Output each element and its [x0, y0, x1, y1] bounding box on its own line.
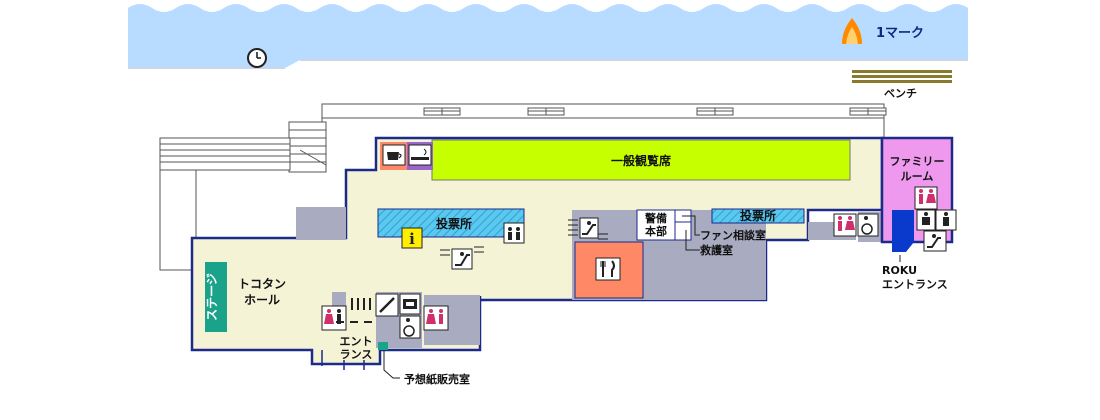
coffee-icon[interactable] [382, 144, 406, 166]
smoking-icon[interactable] [408, 144, 432, 166]
tokotan-hall-label: トコタンホール [238, 277, 286, 307]
nursing-icon[interactable] [916, 209, 936, 231]
security-hq-label: 警備本部 [644, 211, 667, 238]
restroom-icon-lower-right[interactable] [423, 305, 449, 331]
family-room-label: ファミリールーム [890, 155, 945, 183]
restaurant-icon[interactable] [595, 257, 621, 281]
voting-area-right [711, 208, 805, 224]
voting-right-label: 投票所 [740, 208, 776, 223]
atm-icon[interactable] [399, 293, 421, 315]
water-area [128, 0, 1100, 70]
restroom-icon-lower-left[interactable] [321, 305, 347, 331]
escalator-icon-center[interactable] [579, 217, 599, 239]
svg-text:i: i [409, 230, 415, 248]
first-aid-room [674, 221, 692, 241]
info-icon[interactable]: i [401, 227, 423, 249]
stroller-icon[interactable] [923, 230, 947, 252]
elevator-icon[interactable] [503, 222, 525, 244]
gray-block-left [296, 207, 346, 240]
general-seating-area [431, 139, 851, 181]
wheelchair-icon-right[interactable] [857, 213, 879, 237]
entrance-label: エントランス [340, 335, 373, 361]
mark-label: 1マーク [876, 26, 924, 41]
stage-area [205, 262, 227, 332]
bench-icon [852, 70, 952, 83]
general-seating-label: 一般観覧席 [611, 153, 671, 168]
stage-label: ステージ [205, 273, 219, 321]
stairs-center [568, 219, 608, 240]
bottom-stubs [321, 350, 365, 370]
bench-label: ベンチ [884, 87, 917, 100]
fan-consult-label: ファン相談室 [700, 228, 766, 242]
pen-icon[interactable] [375, 293, 399, 317]
wheelchair-icon-lower[interactable] [399, 315, 421, 339]
buoy-mark-icon [842, 18, 862, 44]
family-escalator-icon[interactable] [935, 209, 957, 231]
clock-icon [247, 48, 267, 68]
stairs-lines [440, 246, 484, 256]
roku-entrance-area [892, 210, 914, 252]
escalator-icon-left[interactable] [451, 248, 473, 270]
form-sales-room [378, 342, 388, 350]
grandstand-outline [159, 103, 887, 271]
voting-left-label: 投票所 [436, 216, 472, 231]
first-aid-label: 救護室 [700, 243, 733, 257]
restroom-icon-family[interactable] [914, 186, 938, 210]
stairs-lower [351, 298, 371, 310]
gray-block-small [332, 292, 346, 308]
form-sales-label: 予想紙販売室 [404, 372, 470, 386]
restroom-icon-right[interactable] [833, 213, 857, 237]
